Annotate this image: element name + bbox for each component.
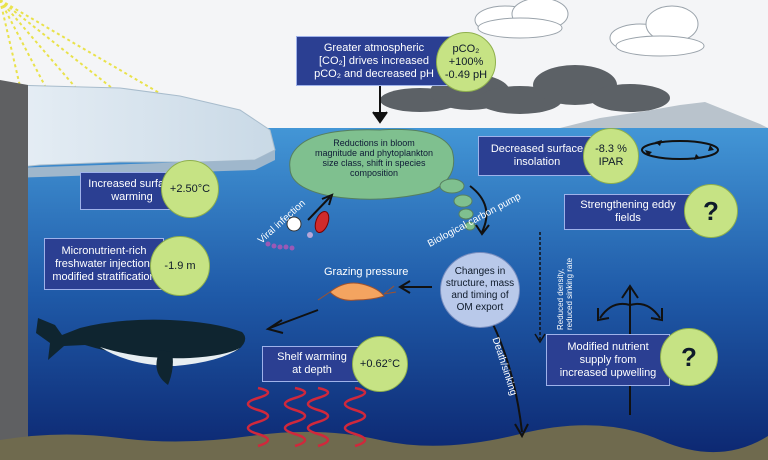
- surface-warming-line2: warming: [111, 191, 153, 203]
- atmospheric-co2-line3: pCO₂ and decreased pH: [314, 67, 434, 80]
- sinking-particles: [439, 178, 476, 231]
- virus-cells: [265, 210, 330, 251]
- atmospheric-co2-value-circle: pCO₂ +100% -0.49 pH: [436, 32, 496, 92]
- whale: [36, 318, 246, 385]
- cliff: [0, 80, 28, 460]
- seafloor: [0, 425, 768, 460]
- shelf-warming-value-circle: +0.62°C: [352, 336, 408, 392]
- white-clouds: [474, 0, 705, 57]
- surface-warming-value-circle: +2.50°C: [161, 160, 219, 218]
- reduced-density-line2: reduced sinking rate: [565, 257, 574, 330]
- bloom-line4: composition: [349, 168, 399, 178]
- carbon-pump-line2: structure, mass: [445, 278, 515, 289]
- freshwater-line2: freshwater injection,: [55, 257, 153, 270]
- insolation-value-line2: IPAR: [598, 156, 624, 168]
- shelf-warming-line1: Shelf warming: [277, 351, 347, 363]
- insolation-box: Decreased surface insolation: [478, 136, 596, 176]
- krill: [317, 282, 397, 301]
- upwelling-question-circle: ?: [660, 328, 718, 386]
- reduced-density-line1: Reduced density,: [556, 268, 565, 330]
- upwelling-line2: supply from: [579, 353, 637, 366]
- eddy-line2: fields: [615, 212, 641, 224]
- shelf-warming-box: Shelf warming at depth: [262, 346, 362, 382]
- upwelling-box: Modified nutrient supply from increased …: [546, 334, 670, 386]
- bloom-line3: size class, shift in species: [322, 158, 426, 168]
- shelf-warming-line2: at depth: [292, 364, 332, 376]
- bloom-text: Reductions in bloom magnitude and phytop…: [300, 138, 448, 178]
- freshwater-box: Micronutrient-rich freshwater injection,…: [44, 238, 164, 290]
- heat-waves: [246, 386, 367, 448]
- eddy-line1: Strengthening eddy: [580, 199, 676, 211]
- mountains: [560, 102, 768, 128]
- storm-clouds: [380, 65, 670, 114]
- insolation-line1: Decreased surface: [490, 143, 584, 155]
- carbon-pump-line4: OM export: [456, 302, 504, 313]
- freshwater-line3: modified stratification: [52, 270, 156, 283]
- eddy-question-circle: ?: [684, 184, 738, 238]
- carbon-pump-circle: Changes in structure, mass and timing of…: [440, 252, 520, 328]
- bloom-line1: Reductions in bloom: [333, 138, 415, 148]
- reduced-density-label: Reduced density, reduced sinking rate: [556, 258, 574, 330]
- grazing-pressure-label: Grazing pressure: [324, 266, 409, 278]
- atmospheric-co2-value-line2: +100%: [448, 55, 484, 68]
- insolation-value-line1: -8.3 %: [595, 143, 627, 155]
- atmospheric-co2-line2: [CO₂] drives increased: [318, 54, 430, 67]
- arrows: [265, 82, 529, 439]
- bloom-line2: magnitude and phytoplankton: [314, 148, 434, 158]
- atmospheric-co2-line1: Greater atmospheric: [323, 41, 425, 54]
- phytoplankton-bloom: [289, 128, 455, 200]
- carbon-pump-line1: Changes in: [454, 266, 506, 277]
- insolation-value-circle: -8.3 % IPAR: [583, 128, 639, 184]
- atmospheric-co2-box: Greater atmospheric [CO₂] drives increas…: [296, 36, 452, 86]
- insolation-line2: insolation: [513, 156, 561, 168]
- eddy-ring: [641, 140, 719, 160]
- atmospheric-co2-value-line1: pCO₂: [452, 42, 480, 55]
- freshwater-value-circle: -1.9 m: [150, 236, 210, 296]
- upwelling-line3: increased upwelling: [559, 366, 657, 379]
- freshwater-line1: Micronutrient-rich: [61, 244, 147, 257]
- upwelling-line1: Modified nutrient: [567, 340, 649, 353]
- eddy-box: Strengthening eddy fields: [564, 194, 692, 230]
- surface-warming-line1: Increased surface: [88, 178, 176, 190]
- atmospheric-co2-value-line3: -0.49 pH: [444, 68, 488, 81]
- carbon-pump-line3: and timing of: [451, 290, 509, 301]
